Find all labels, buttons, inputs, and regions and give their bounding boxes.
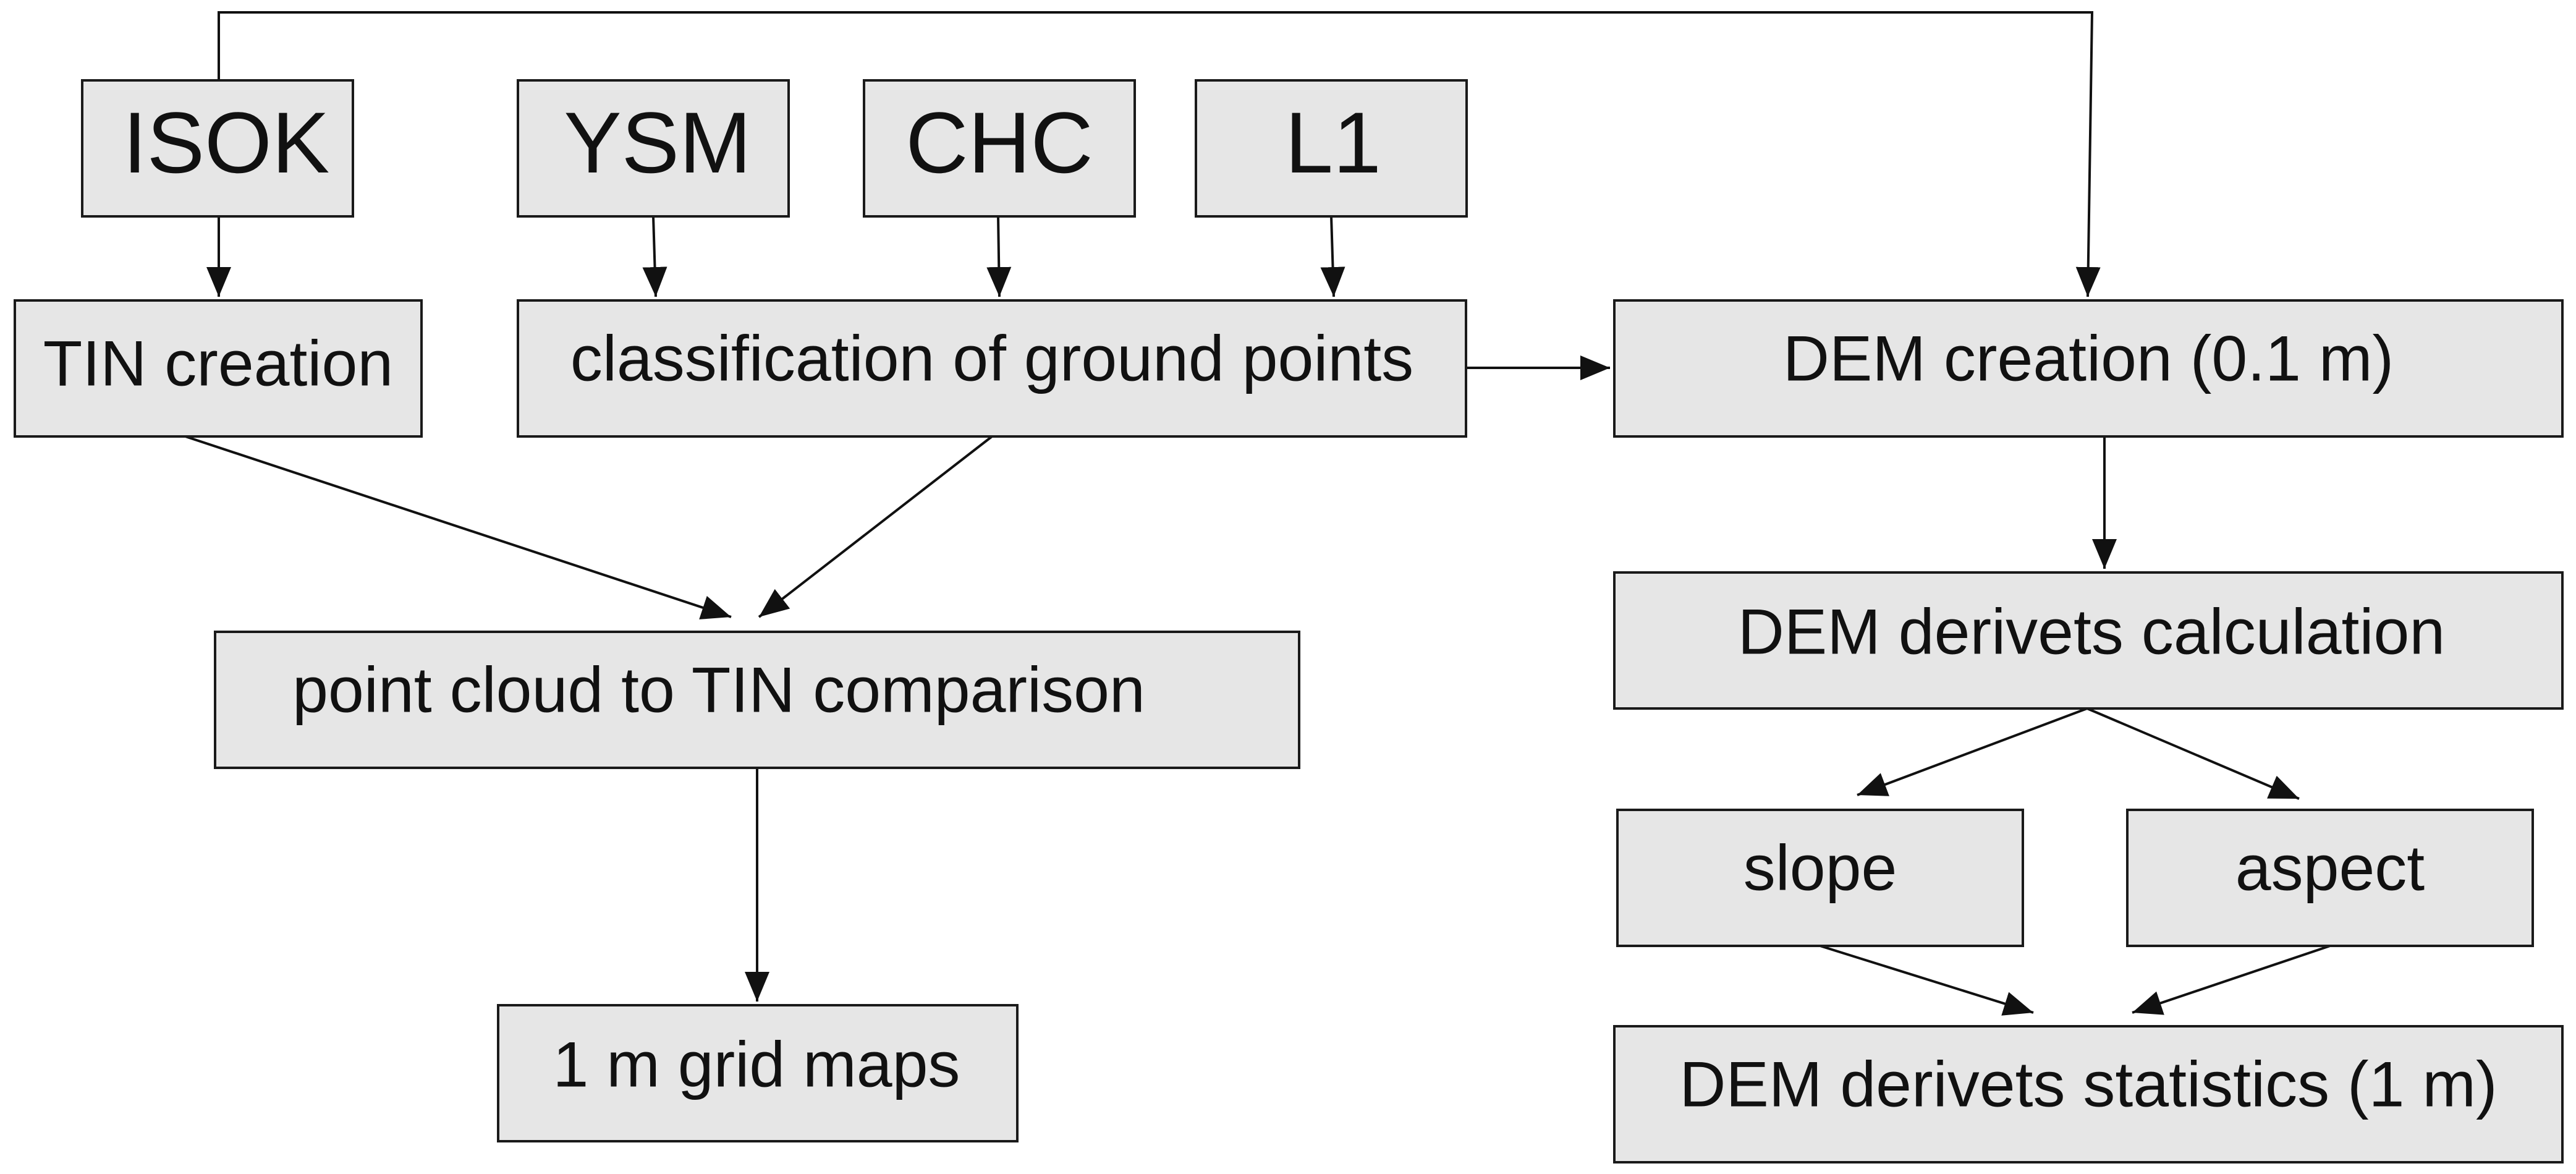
node-dem-derivets-calc-label: DEM derivets calculation: [1738, 596, 2445, 668]
edge-derivets-calc-to-aspect: [2087, 707, 2300, 800]
node-dem-creation-label: DEM creation (0.1 m): [1783, 323, 2394, 394]
node-l1: L1: [1195, 79, 1468, 218]
node-slope: slope: [1616, 809, 2024, 947]
node-ysm-label: YSM: [564, 94, 751, 191]
node-chc-label: CHC: [905, 94, 1093, 191]
edges: [185, 11, 2331, 1016]
node-tin-creation-label: TIN creation: [43, 328, 393, 399]
node-dem-derivets-stats-label: DEM derivets statistics (1 m): [1679, 1049, 2497, 1120]
node-dem-creation: DEM creation (0.1 m): [1613, 299, 2564, 438]
node-slope-label: slope: [1743, 832, 1897, 904]
node-isok-label: ISOK: [123, 94, 330, 191]
node-aspect: aspect: [2126, 809, 2534, 947]
node-dem-derivets-calc: DEM derivets calculation: [1613, 571, 2564, 710]
node-dem-derivets-stats: DEM derivets statistics (1 m): [1613, 1025, 2564, 1163]
node-tin-creation: TIN creation: [14, 299, 423, 438]
node-classification-label: classification of ground points: [570, 323, 1413, 394]
node-point-cloud-comparison: point cloud to TIN comparison: [214, 631, 1300, 769]
edge-l1-to-classification: [1320, 216, 1345, 297]
edge-chc-to-classification: [986, 216, 1012, 297]
node-l1-label: L1: [1285, 94, 1381, 191]
node-ysm: YSM: [517, 79, 790, 218]
edge-isok-to-dem-creation: [218, 11, 2101, 297]
edge-derivets-calc-to-slope: [1857, 707, 2088, 796]
edge-slope-to-statistics: [1820, 945, 2034, 1016]
node-aspect-label: aspect: [2235, 832, 2425, 904]
node-grid-maps: 1 m grid maps: [497, 1004, 1019, 1142]
edge-ysm-to-classification: [642, 216, 667, 297]
node-grid-maps-label: 1 m grid maps: [553, 1029, 960, 1100]
node-point-cloud-comparison-label: point cloud to TIN comparison: [292, 654, 1145, 726]
node-isok: ISOK: [81, 79, 354, 218]
edge-aspect-to-statistics: [2132, 945, 2331, 1015]
edge-tin-creation-to-comparison: [185, 435, 732, 619]
node-classification: classification of ground points: [517, 299, 1467, 438]
node-chc: CHC: [863, 79, 1136, 218]
edge-classification-to-comparison: [758, 435, 993, 618]
